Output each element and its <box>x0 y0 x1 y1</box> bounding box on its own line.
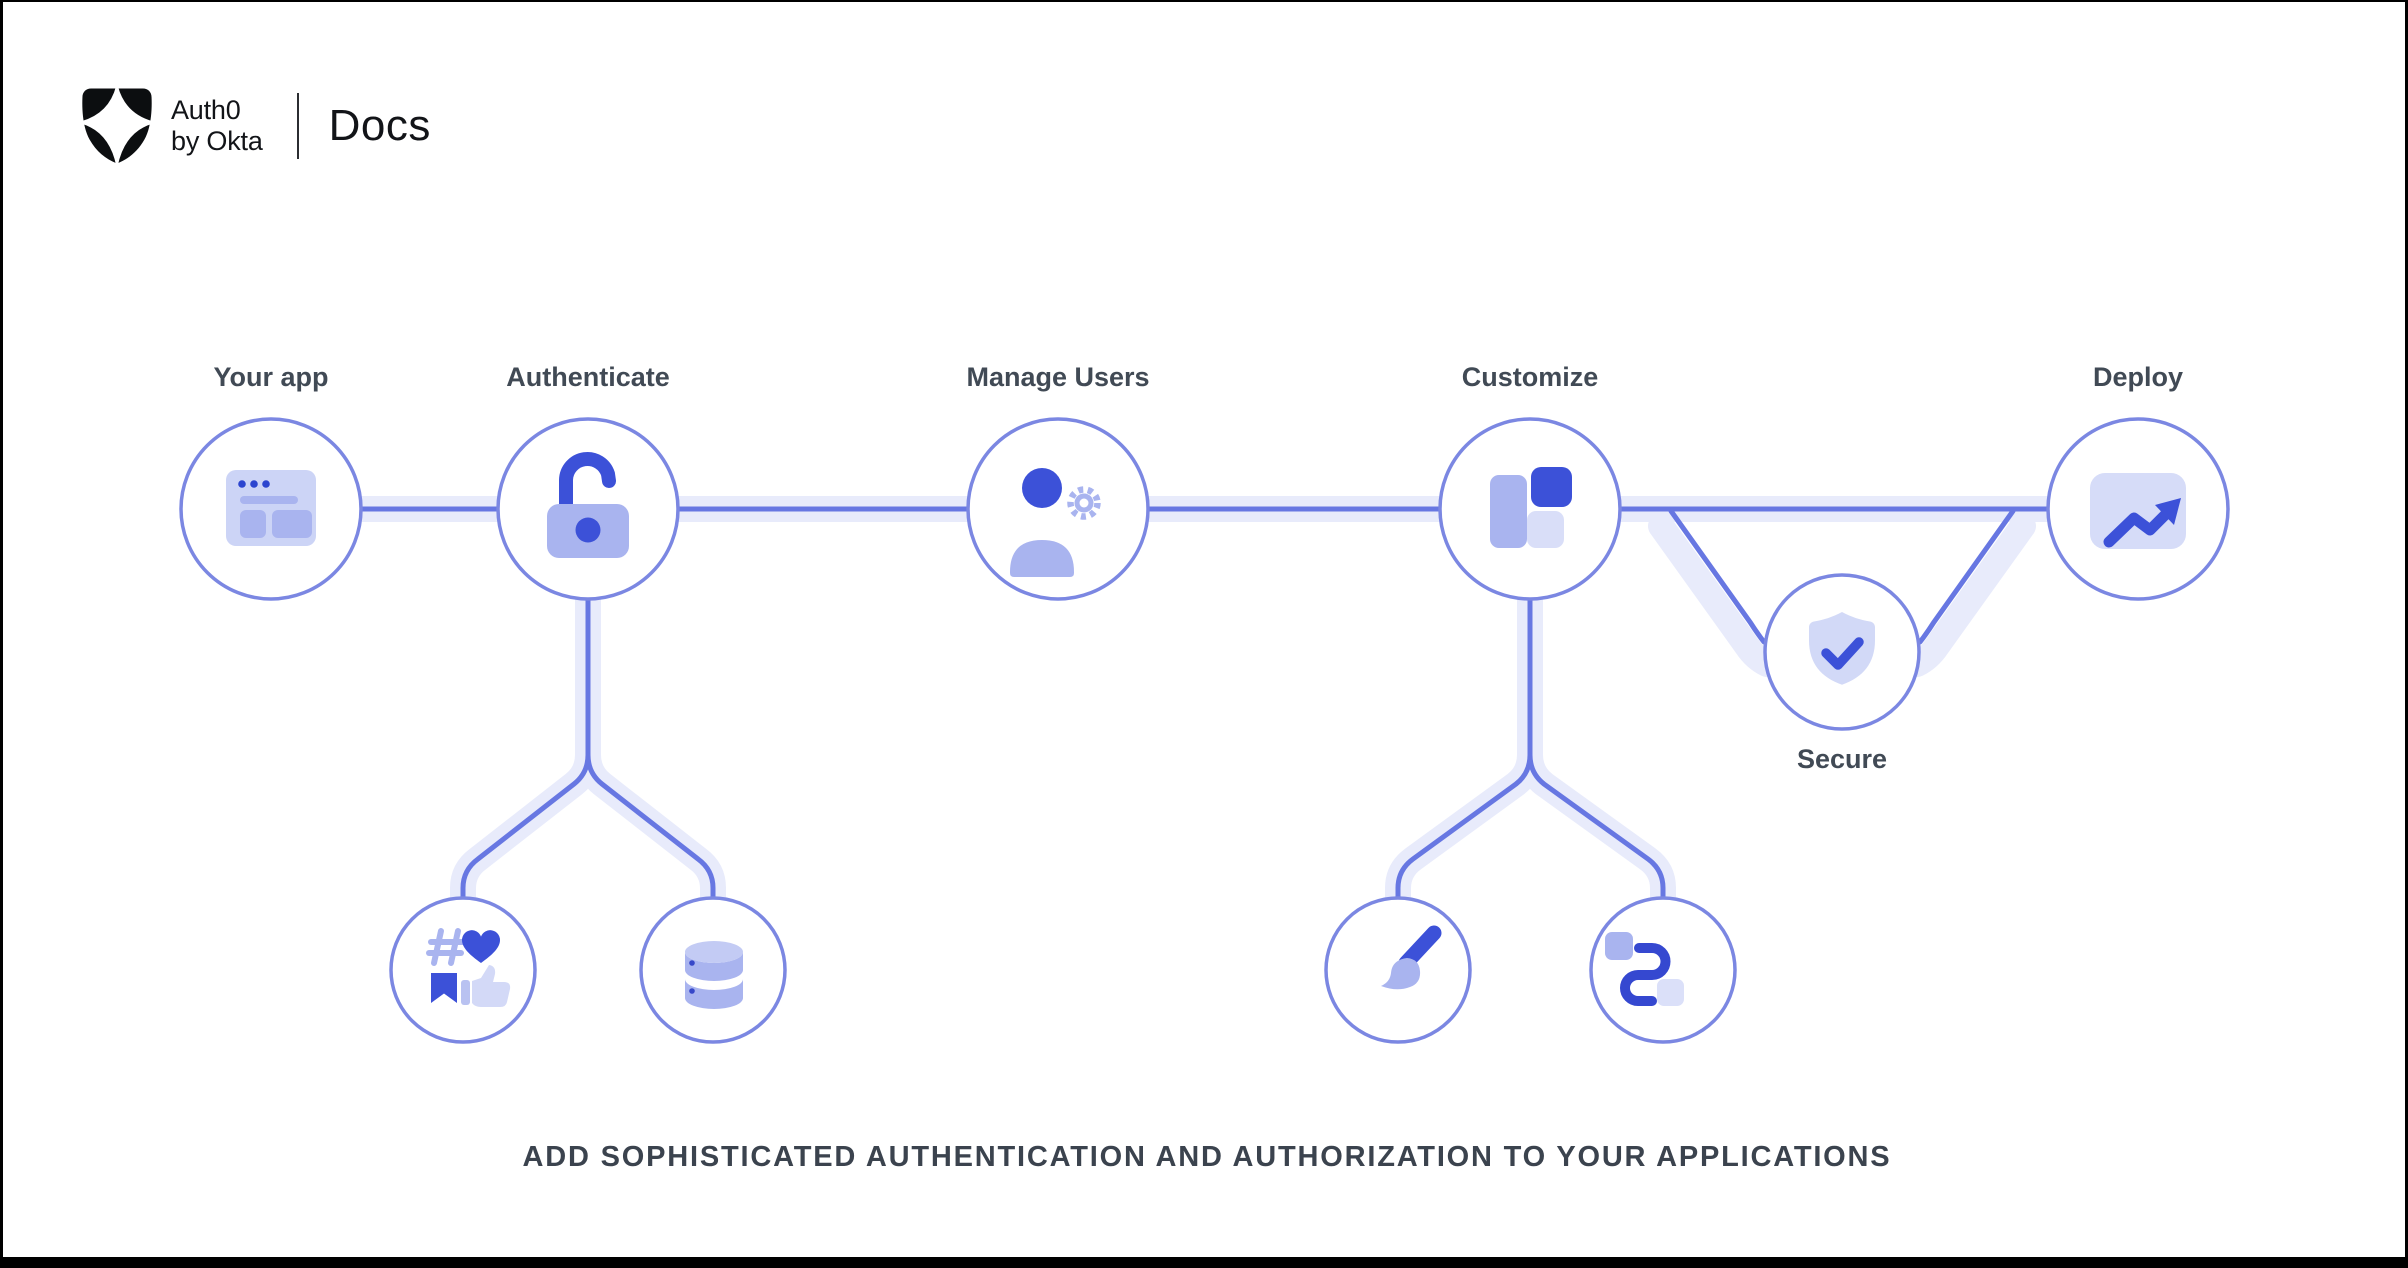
label-deploy: Deploy <box>2093 362 2183 392</box>
product-name: Docs <box>328 101 431 150</box>
browser-window-icon <box>226 470 316 546</box>
node-customize-circle[interactable] <box>1438 417 1622 601</box>
node-social-circle[interactable] <box>389 896 537 1044</box>
flow-connector-icon <box>1605 932 1684 1006</box>
brand-wordmark: Auth0 by Okta <box>171 95 263 157</box>
paintbrush-icon <box>1381 925 1442 990</box>
brand-line2: by Okta <box>171 126 263 156</box>
diagram-caption: ADD SOPHISTICATED AUTHENTICATION AND AUT… <box>523 1141 1892 1173</box>
trend-up-icon <box>2090 473 2186 549</box>
user-gear-icon <box>1010 468 1101 577</box>
auth0-docs-logo-link[interactable]: Auth0 by Okta Docs <box>81 86 431 166</box>
node-manage-users-circle[interactable] <box>966 417 1150 601</box>
shield-check-icon <box>1809 612 1875 685</box>
label-customize: Customize <box>1462 362 1599 392</box>
label-authenticate: Authenticate <box>506 362 670 392</box>
social-engagement-icon <box>426 928 511 1007</box>
layout-blocks-icon <box>1490 467 1572 548</box>
label-secure: Secure <box>1797 744 1887 774</box>
label-manage-users: Manage Users <box>966 362 1149 392</box>
label-your-app: Your app <box>213 362 328 392</box>
brand-line1: Auth0 <box>171 95 241 125</box>
header-divider <box>296 93 299 159</box>
unlock-padlock-icon <box>547 451 629 558</box>
auth0-shield-icon <box>81 86 153 166</box>
database-icon <box>685 941 743 1009</box>
